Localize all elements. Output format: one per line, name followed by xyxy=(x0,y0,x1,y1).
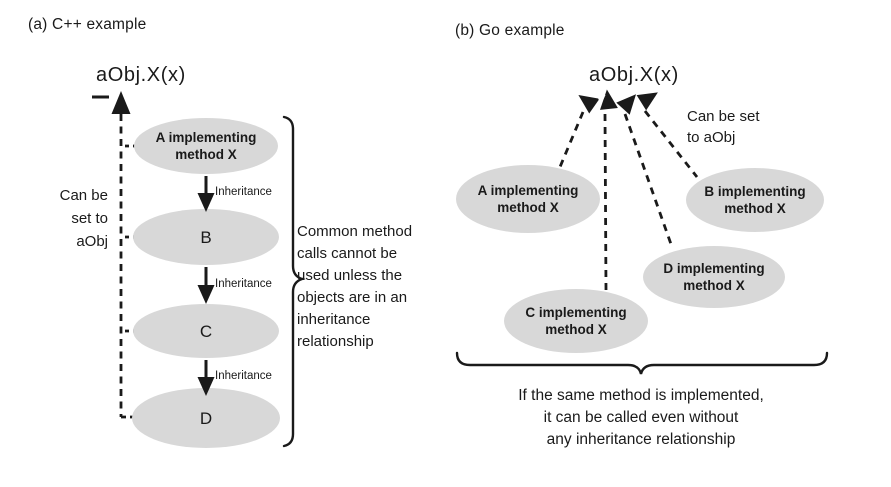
vertical-brace xyxy=(282,115,306,448)
panel-b-call-expression: aObj.X(x) xyxy=(589,64,679,86)
horizontal-brace xyxy=(455,351,829,375)
arrowhead-fan xyxy=(578,89,658,115)
up-arrowhead-icon xyxy=(111,91,131,114)
inheritance-arrowhead-icon-1 xyxy=(197,193,215,212)
fan-arrowhead-icon-3 xyxy=(616,94,637,115)
fan-arrowhead-icon-2 xyxy=(599,89,618,110)
fan-arrowhead-notch xyxy=(596,95,606,105)
node-ellipse-b-go xyxy=(686,168,824,232)
panel-a-brace-note: Common method calls cannot be used unles… xyxy=(297,223,413,350)
panel-a-title: (a) C++ example xyxy=(28,16,147,33)
dashed-link-to-c xyxy=(603,113,608,291)
node-label-d-go: D implementing method X xyxy=(663,261,765,293)
node-ellipse-b-cpp xyxy=(133,209,279,265)
node-label-d-cpp: D xyxy=(199,408,213,428)
fan-arrowhead-icon-1 xyxy=(578,94,600,114)
inheritance-label-1: Inheritance xyxy=(215,186,272,198)
dashed-link-to-b xyxy=(643,110,699,178)
inheritance-label-3: Inheritance xyxy=(215,370,272,382)
panel-b-title: (b) Go example xyxy=(455,22,565,39)
panel-b-set-label: Can be set to aObj xyxy=(687,108,760,146)
inheritance-label-2: Inheritance xyxy=(215,278,272,290)
node-ellipse-d-cpp xyxy=(132,388,280,448)
node-ellipse-c-cpp xyxy=(133,304,279,358)
inheritance-arrowhead-icon-2 xyxy=(197,285,215,304)
panel-a-set-label: Can be set to aObj xyxy=(59,187,108,250)
node-label-b-cpp: B xyxy=(200,227,212,247)
node-label-a-go: A implementing method X xyxy=(477,183,579,215)
panel-b-brace-note: If the same method is implemented, it ca… xyxy=(518,387,764,448)
node-ellipse-d-go xyxy=(643,246,785,308)
inheritance-arrowhead-icon-3 xyxy=(197,377,215,396)
node-label-c-cpp: C xyxy=(199,321,213,341)
node-label-c-go: C implementing method X xyxy=(525,305,627,337)
dashed-link-to-d xyxy=(623,113,674,248)
node-label-b-go: B implementing method X xyxy=(704,184,806,216)
node-ellipse-a-cpp xyxy=(134,118,278,174)
fan-arrowhead-icon-4 xyxy=(636,92,658,111)
node-ellipse-a-go xyxy=(456,165,600,233)
dashed-link-to-a xyxy=(558,111,585,168)
node-ellipse-c-go xyxy=(504,289,648,353)
node-label-a-cpp: A implementing method X xyxy=(155,130,257,162)
panel-a-call-expression: aObj.X(x) xyxy=(96,64,186,86)
